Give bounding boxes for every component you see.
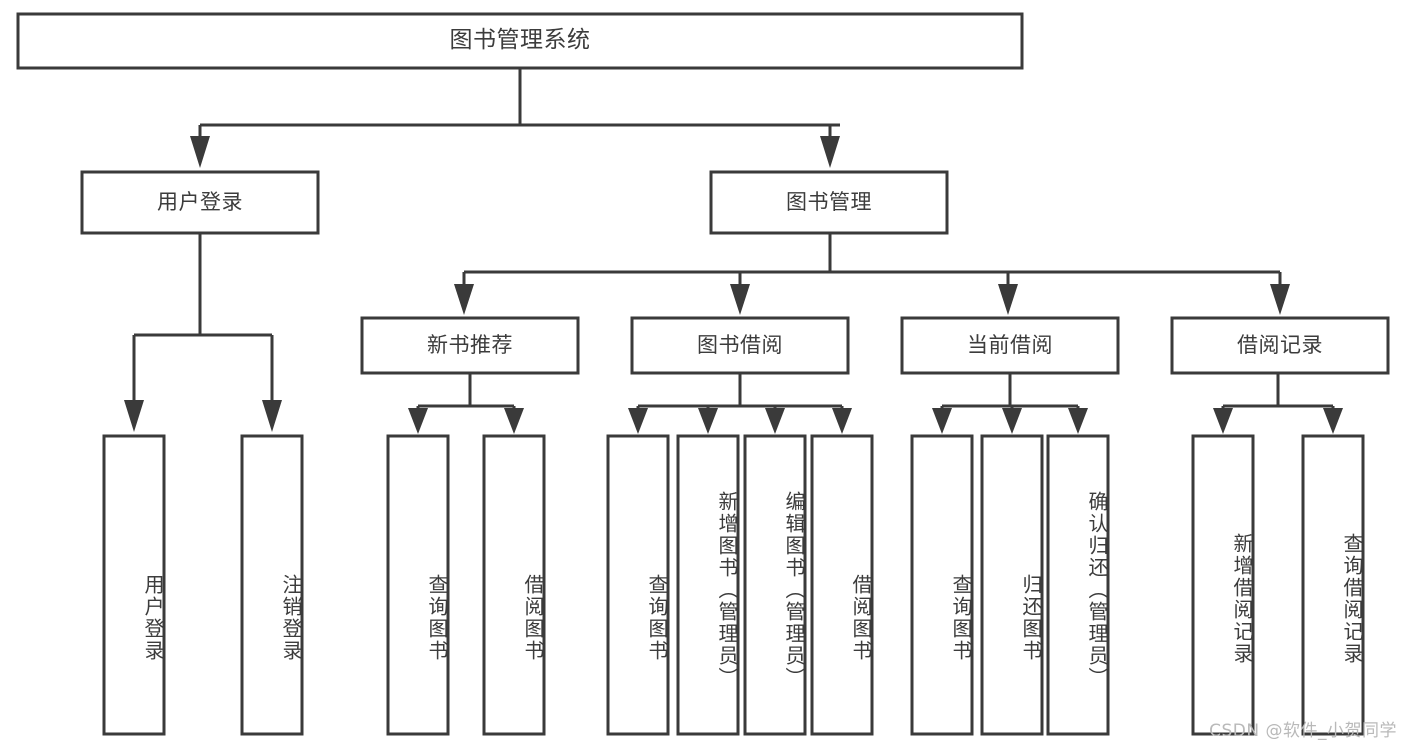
node-box-leaf-3[interactable] [482, 434, 546, 736]
csdn-watermark: CSDN @软件_小贺同学 [1209, 721, 1397, 741]
node-box-leaf-12[interactable] [1301, 434, 1365, 736]
node-box-leaf-2[interactable] [386, 434, 450, 736]
arrow-head-leaf-logout [262, 400, 282, 432]
node-box-leaf-4[interactable] [606, 434, 670, 736]
arrow-head-book-borrow [730, 284, 750, 315]
node-box-leaf-7[interactable] [810, 434, 874, 736]
node-box-book-mgmt[interactable] [709, 170, 949, 235]
connector-group-borrow-record [1213, 373, 1343, 434]
node-box-leaf-5[interactable] [676, 434, 740, 736]
node-box-borrow-record[interactable] [1170, 316, 1390, 375]
node-box-root[interactable] [16, 12, 1024, 70]
node-box-leaf-9[interactable] [980, 434, 1044, 736]
arrow-head-leaf-return-book [1002, 408, 1022, 434]
connector-group-new-book-rec [408, 373, 524, 434]
node-box-leaf-0[interactable] [102, 434, 166, 736]
arrow-head-leaf-borrow-book-2 [832, 408, 852, 434]
node-box-leaf-10[interactable] [1046, 434, 1110, 736]
node-box-current-borrow[interactable] [900, 316, 1120, 375]
arrow-head-leaf-query-record [1323, 408, 1343, 434]
arrow-head-new-book-rec [454, 284, 474, 315]
node-box-leaf-1[interactable] [240, 434, 304, 736]
arrow-head-leaf-add-book [698, 408, 718, 434]
connector-group-user-login [124, 233, 282, 432]
connector-group-current-borrow [932, 373, 1088, 434]
node-box-book-borrow[interactable] [630, 316, 850, 375]
arrow-head-leaf-query-book-3 [932, 408, 952, 434]
node-box-leaf-6[interactable] [743, 434, 807, 736]
connector-group-book-borrow [628, 373, 852, 434]
arrow-head-current-borrow [998, 284, 1018, 315]
node-box-leaf-11[interactable] [1191, 434, 1255, 736]
arrow-head-leaf-user-login [124, 400, 144, 432]
node-box-new-book-rec[interactable] [360, 316, 580, 375]
connector-group-root [190, 68, 840, 168]
arrow-head-leaf-query-book-1 [408, 408, 428, 434]
arrow-head-user-login [190, 136, 210, 168]
arrow-head-leaf-confirm-return [1068, 408, 1088, 434]
arrow-head-leaf-add-record [1213, 408, 1233, 434]
arrow-head-borrow-record [1270, 284, 1290, 315]
arrow-head-book-mgmt [820, 136, 840, 168]
arrow-head-leaf-borrow-book-1 [504, 408, 524, 434]
arrow-head-leaf-edit-book [765, 408, 785, 434]
node-box-user-login[interactable] [80, 170, 320, 235]
arrow-head-leaf-query-book-2 [628, 408, 648, 434]
node-box-leaf-8[interactable] [910, 434, 974, 736]
connector-group-book-mgmt [454, 233, 1290, 315]
